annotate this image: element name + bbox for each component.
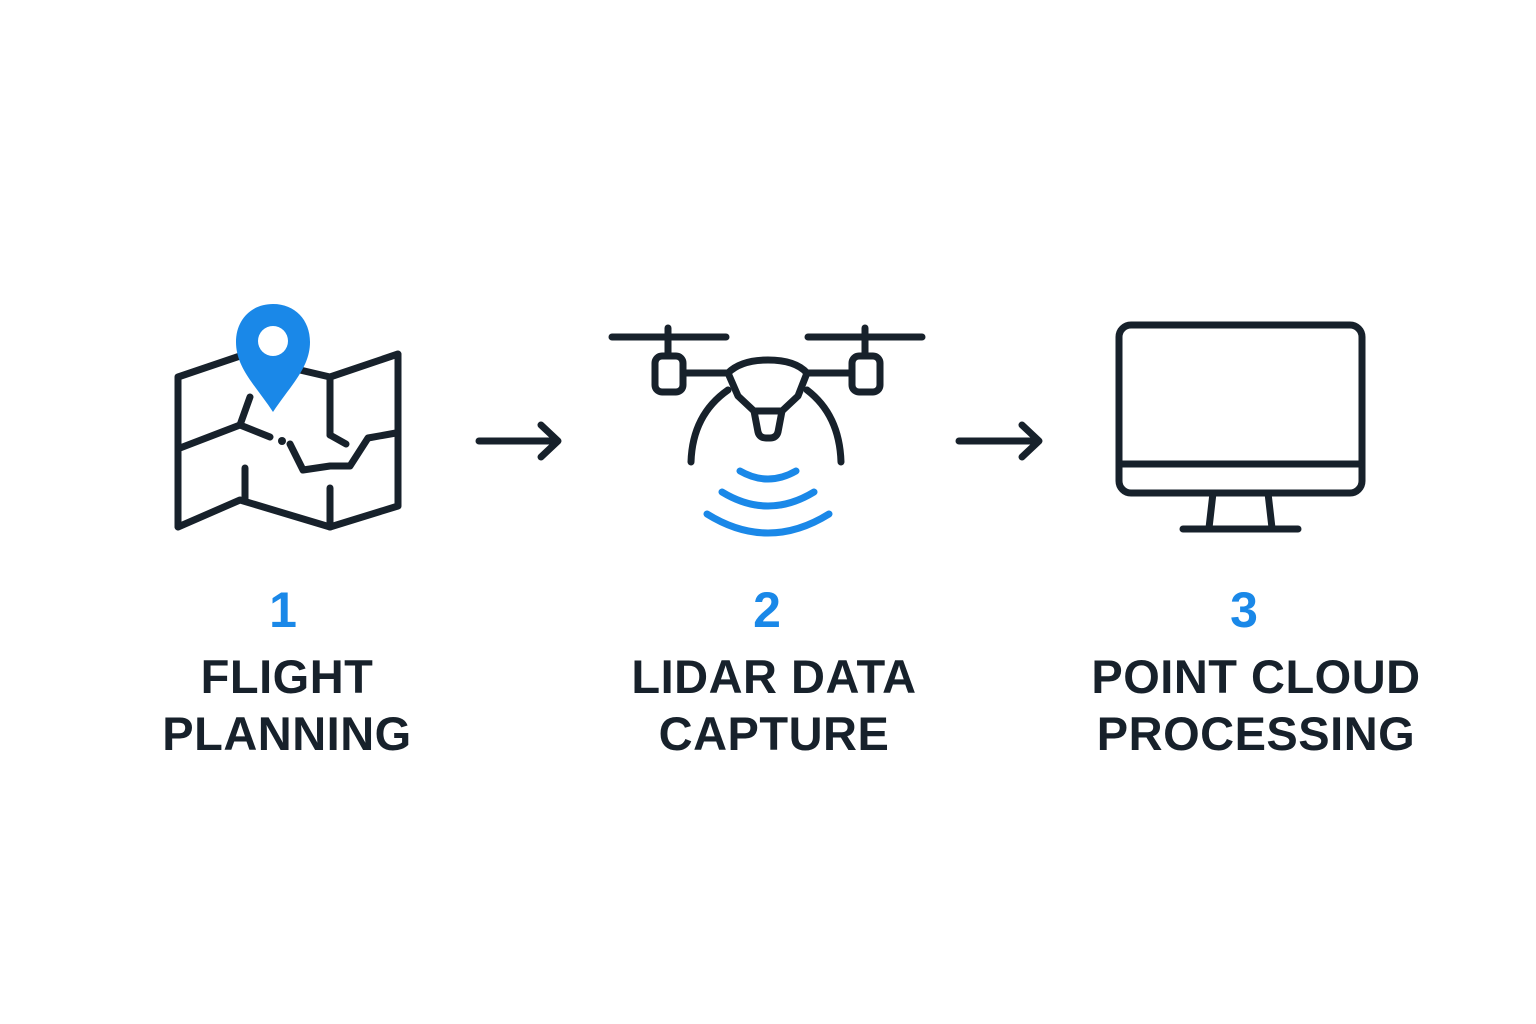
step-label-line: PLANNING	[162, 707, 412, 760]
step-number-1: 1	[269, 582, 297, 638]
step-label-line: CAPTURE	[658, 707, 890, 760]
step-label-line: LIDAR DATA	[631, 650, 917, 703]
drone-scan-icon	[608, 324, 926, 537]
arrow-right-icon	[955, 421, 1043, 461]
step-number-3: 3	[1230, 582, 1258, 638]
monitor-icon	[1115, 321, 1366, 533]
map-pin-icon	[174, 304, 402, 531]
step-label-point-cloud-processing: POINT CLOUD PROCESSING	[1046, 648, 1466, 762]
arrow-right-icon	[475, 421, 562, 461]
step-label-lidar-data-capture: LIDAR DATA CAPTURE	[564, 648, 984, 762]
step-label-line: FLIGHT	[200, 650, 374, 703]
step-label-line: POINT CLOUD	[1091, 650, 1421, 703]
step-number-2: 2	[753, 582, 781, 638]
step-label-line: PROCESSING	[1096, 707, 1416, 760]
step-label-flight-planning: FLIGHT PLANNING	[77, 648, 497, 762]
